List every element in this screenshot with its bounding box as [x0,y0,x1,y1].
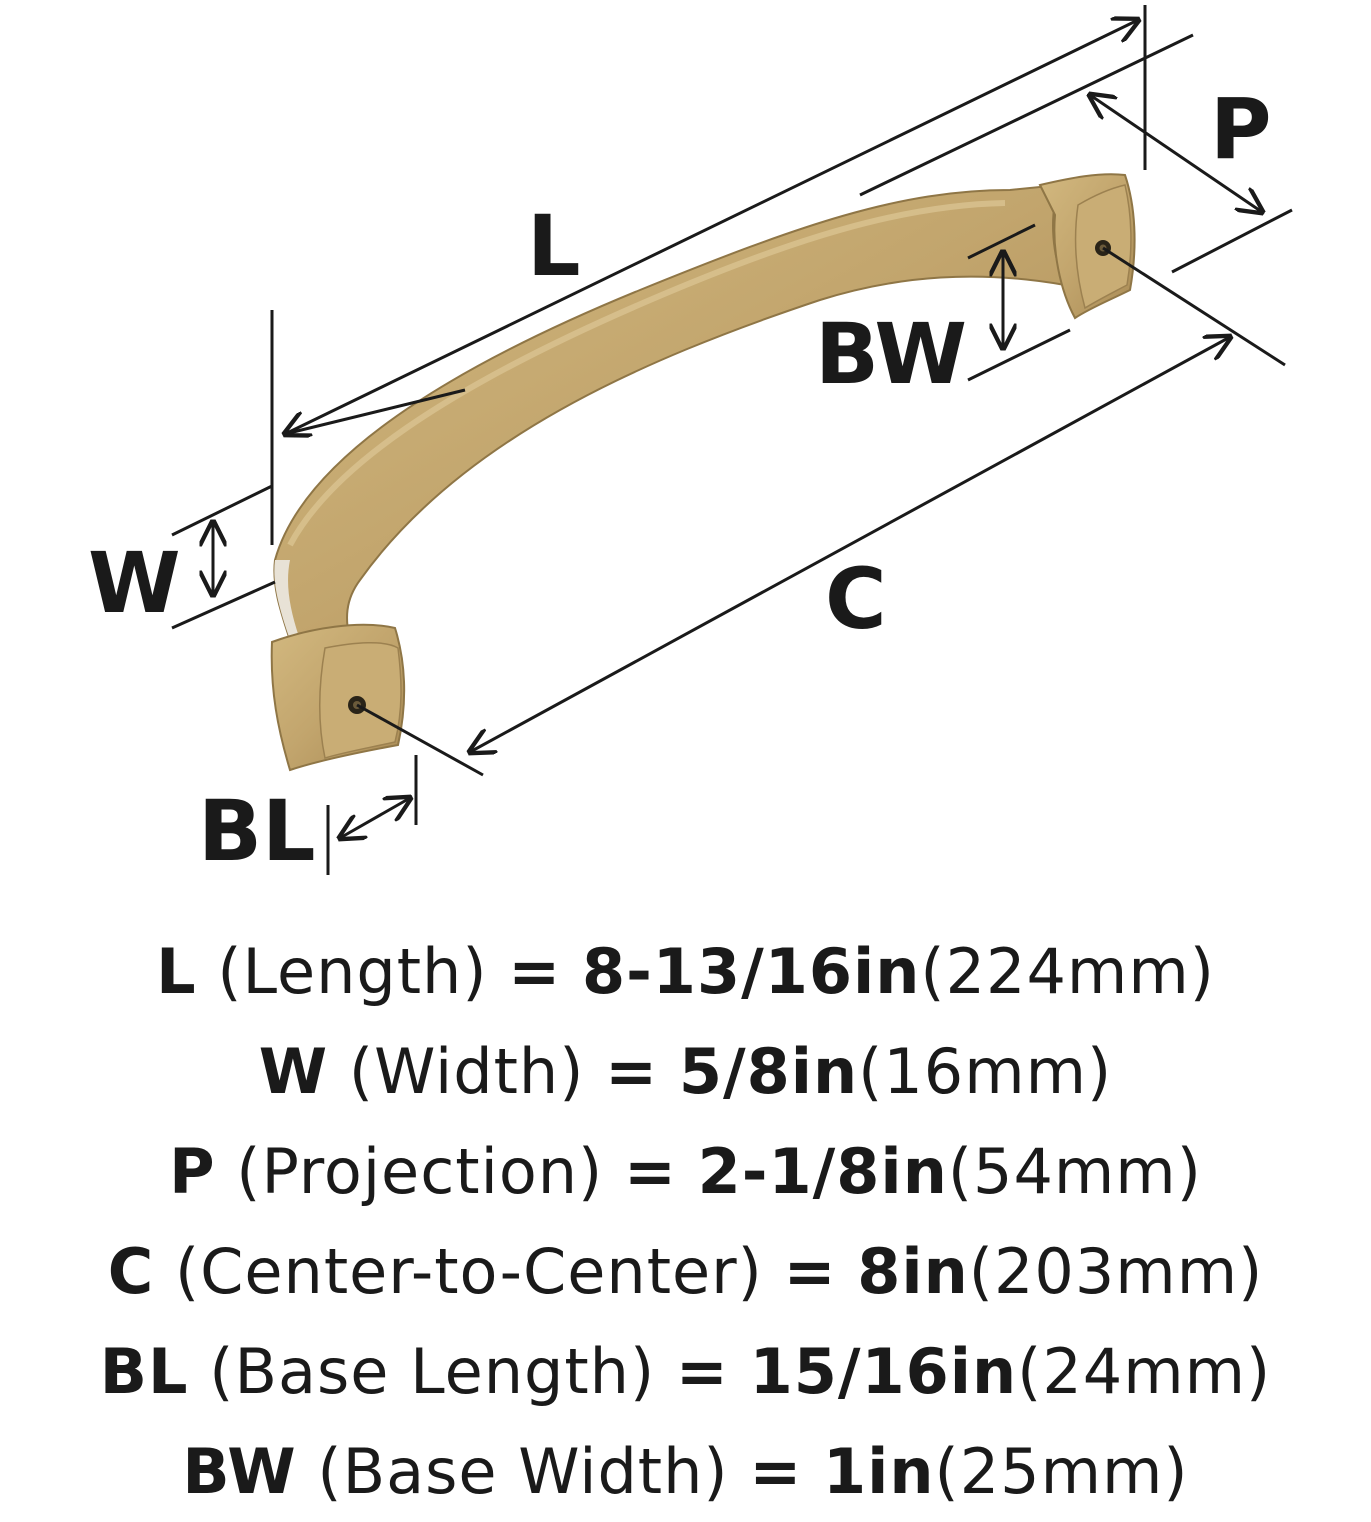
spec-code: L [156,935,197,1008]
spec-equals: = [605,1035,659,1108]
spec-equals: = [508,935,562,1008]
spec-name: (Length) [217,935,488,1008]
dimension-diagram: L P BW W C BL [88,5,1293,880]
spec-equals: = [749,1435,803,1508]
spec-base-width: BW (Base Width) = 1in(25mm) [0,1422,1371,1522]
spec-equals: = [623,1135,677,1208]
c-leader-right [1102,246,1286,367]
cabinet-pull-handle [270,173,1136,772]
spec-metric: (54mm) [947,1135,1202,1208]
spec-equals: = [675,1335,729,1408]
l-leader-right-2 [171,484,273,537]
spec-code: W [258,1035,329,1108]
spec-metric: (224mm) [920,935,1215,1008]
spec-name: (Width) [348,1035,585,1108]
handle-left-shade [274,560,300,640]
l-leader-right [859,33,1194,197]
label-p: P [1210,80,1272,178]
spec-length: L (Length) = 8-13/16in(224mm) [0,922,1371,1022]
bw-extension-top [967,223,1036,260]
spec-base-length: BL (Base Length) = 15/16in(24mm) [0,1322,1371,1422]
spec-imperial: 8-13/16in [581,935,921,1008]
spec-metric: (16mm) [858,1035,1113,1108]
spec-name: (Center-to-Center) [174,1235,763,1308]
spec-metric: (25mm) [934,1435,1189,1508]
bl-dimension-arrow [340,798,410,838]
spec-imperial: 2-1/8in [697,1135,948,1208]
c-dimension-arrow [470,337,1230,752]
spec-code: BL [99,1335,189,1408]
bw-extension-bottom [967,328,1071,382]
spec-code: P [169,1135,216,1208]
spec-imperial: 8in [857,1235,969,1308]
dimension-labels: L P BW W C BL [88,80,1272,880]
spec-metric: (24mm) [1017,1335,1272,1408]
handle-bar [273,183,1067,641]
spec-name: (Base Length) [209,1335,656,1408]
spec-imperial: 15/16in [749,1335,1018,1408]
spec-imperial: 1in [822,1435,935,1508]
spec-center-to-center: C (Center-to-Center) = 8in(203mm) [0,1222,1371,1322]
label-bl: BL [198,782,316,880]
spec-imperial: 5/8in [678,1035,859,1108]
l-leader-left [284,388,466,436]
spec-equals: = [783,1235,837,1308]
label-bw: BW [815,305,967,403]
dimension-lines [171,5,1293,875]
spec-name: (Projection) [236,1135,604,1208]
c-leader-left [356,703,484,777]
label-c: C [825,550,887,648]
w-extension-bottom [171,580,276,630]
p-dimension-arrow [1090,95,1262,212]
spec-projection: P (Projection) = 2-1/8in(54mm) [0,1122,1371,1222]
label-l: L [527,197,581,295]
p-extension [1171,208,1293,274]
label-w: W [88,534,181,632]
spec-code: C [107,1235,155,1308]
spec-width: W (Width) = 5/8in(16mm) [0,1022,1371,1122]
spec-code: BW [182,1435,297,1508]
dimension-spec-list: L (Length) = 8-13/16in(224mm) W (Width) … [0,922,1371,1522]
spec-name: (Base Width) [317,1435,729,1508]
spec-metric: (203mm) [968,1235,1264,1308]
l-dimension-arrow [285,20,1138,434]
